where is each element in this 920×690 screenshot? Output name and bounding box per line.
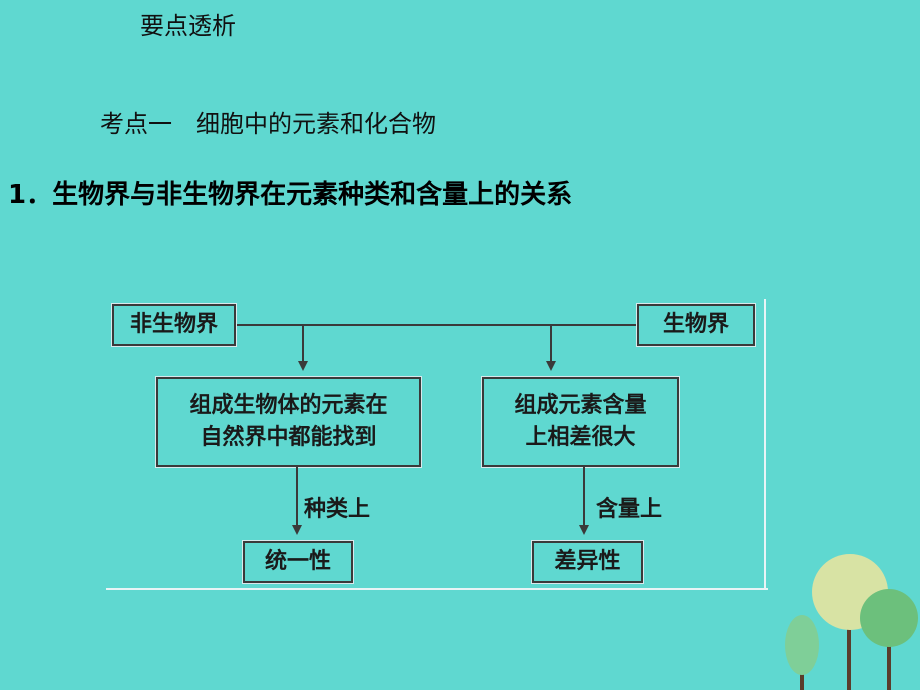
box-content-difference: 组成元素含量 上相差很大: [482, 377, 679, 467]
arrow-content-head: [579, 525, 589, 535]
arrow-content-shaft: [583, 467, 585, 525]
frame-right: [764, 299, 766, 590]
connector-top: [236, 324, 638, 326]
box-unity: 统一性: [243, 541, 353, 583]
arrow-right-head: [546, 361, 556, 371]
decorative-trees: [785, 554, 918, 690]
arrow-right-shaft: [550, 325, 552, 361]
box-content-difference-line1: 组成元素含量: [514, 392, 647, 419]
tree-crown-right: [860, 589, 918, 647]
section-subtitle: 考点一 细胞中的元素和化合物: [100, 110, 436, 138]
tree-trunk-right: [887, 620, 891, 690]
arrow-left-head: [298, 361, 308, 371]
box-difference: 差异性: [532, 541, 643, 583]
tree-crown-small: [785, 615, 819, 675]
frame-bottom: [106, 588, 768, 590]
arrow-left-shaft: [302, 325, 304, 361]
box-content-difference-line2: 上相差很大: [525, 424, 636, 450]
box-nonliving-world: 非生物界: [112, 304, 236, 346]
box-elements-found: 组成生物体的元素在 自然界中都能找到: [156, 377, 421, 467]
arrow-kind-head: [292, 525, 302, 535]
tree-trunk-large: [847, 595, 851, 690]
box-elements-found-line2: 自然界中都能找到: [200, 424, 377, 450]
label-content: 含量上: [596, 496, 663, 522]
box-living-world: 生物界: [637, 304, 755, 346]
concept-diagram: 非生物界 生物界 组成生物体的元素在 自然界中都能找到 组成元素含量 上相差很大…: [106, 299, 768, 590]
section-heading: 1．生物界与非生物界在元素种类和含量上的关系: [8, 180, 573, 210]
box-elements-found-line1: 组成生物体的元素在: [189, 392, 388, 419]
arrow-kind-shaft: [296, 467, 298, 525]
label-kind: 种类上: [304, 496, 371, 522]
slide-title: 要点透析: [140, 12, 236, 40]
